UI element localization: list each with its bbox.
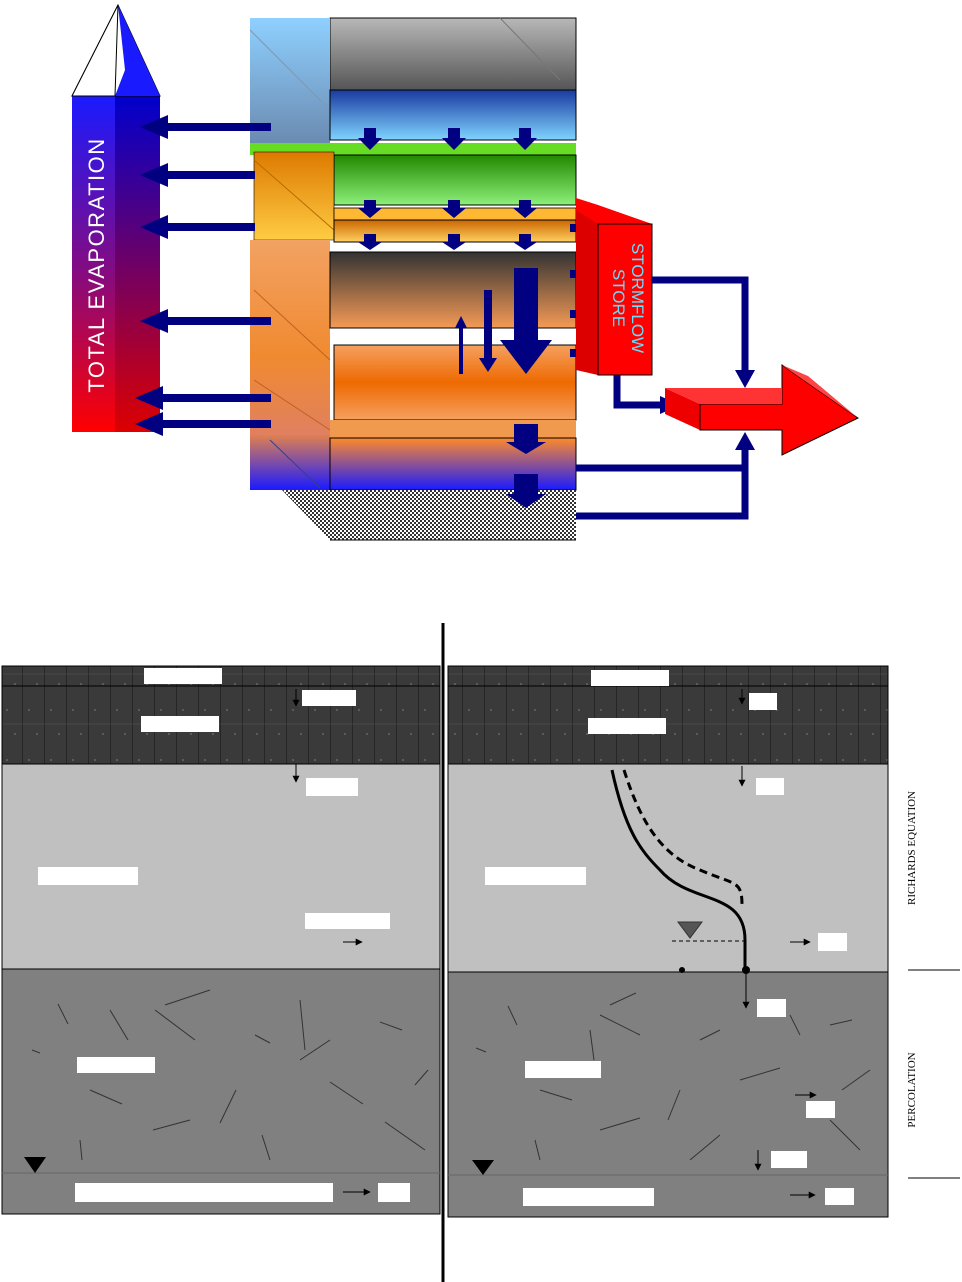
evap-arrow-lower-2	[135, 412, 271, 436]
process-labels: RICHARDS EQUATION PERCOLATION	[906, 791, 960, 1179]
upper-soil-store	[329, 251, 577, 329]
evaporation-flux-arrows	[135, 115, 271, 436]
right-profile-panel	[447, 665, 889, 1218]
water-table-triangle-icon	[24, 1157, 46, 1173]
bedrock	[282, 490, 576, 540]
capillary-up-arrow	[455, 316, 467, 374]
total-evaporation-arrow: TOTAL EVAPORATION	[71, 3, 161, 432]
moisture-profile-solid	[610, 769, 747, 970]
soil-drainage-big-arrow	[500, 268, 552, 374]
stormflow-label-line2: STORE	[609, 269, 628, 327]
stormflow-routing-arrows	[576, 276, 749, 520]
percolation-label: PERCOLATION	[906, 1052, 918, 1127]
drainage-arrows	[358, 128, 552, 508]
evap-arrow-canopy	[140, 115, 271, 139]
stormflow-store: STORMFLOW STORE	[576, 198, 653, 376]
water-table-triangle-icon	[472, 1160, 494, 1175]
left-profile-panel	[1, 665, 441, 1215]
evap-arrow-litter	[140, 163, 255, 187]
percolation-down-arrow	[479, 290, 497, 372]
stormflow-label-line1: STORMFLOW	[628, 243, 647, 353]
lower-soil-store	[333, 344, 577, 421]
moisture-profile-dashed	[622, 769, 744, 906]
evap-arrow-soil	[140, 309, 271, 333]
evap-arrow-thin	[140, 215, 255, 239]
perched-water-table-icon	[677, 921, 703, 939]
total-evaporation-label: TOTAL EVAPORATION	[84, 137, 109, 392]
evap-arrow-lower-1	[135, 386, 271, 410]
richards-equation-label: RICHARDS EQUATION	[906, 791, 918, 905]
litter-store	[333, 154, 577, 206]
total-runoff-arrow	[665, 364, 859, 456]
